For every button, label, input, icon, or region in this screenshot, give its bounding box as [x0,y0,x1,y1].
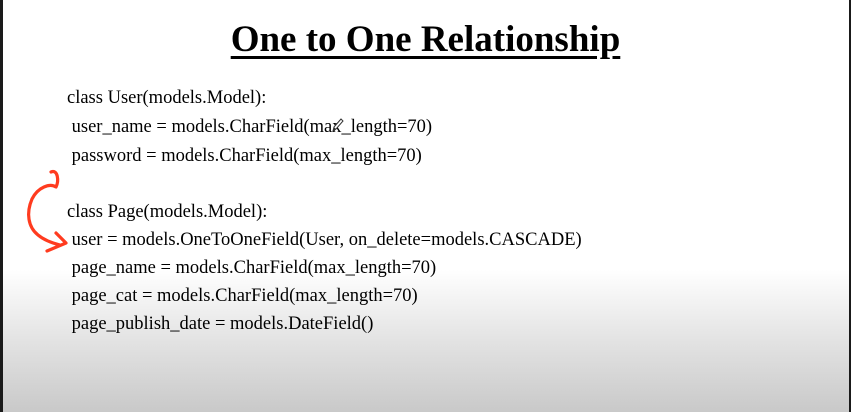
slide-left-border [0,0,3,412]
slide-title: One to One Relationship [230,19,621,60]
code-line-page-name: page_name = models.CharField(max_length=… [67,258,437,278]
pen-cursor-icon [332,118,344,133]
code-line-password: password = models.CharField(max_length=7… [67,146,422,166]
code-line-user-class: class User(models.Model): [67,88,267,108]
curved-arrow-icon [27,169,68,253]
code-line-page-class: class Page(models.Model): [67,202,268,222]
code-line-user-name: user_name = models.CharField(max_length=… [67,117,433,137]
code-line-page-publish-date: page_publish_date = models.DateField() [67,314,374,334]
code-line-page-cat: page_cat = models.CharField(max_length=7… [67,286,418,306]
slide-right-border [849,0,851,412]
code-line-user-field: user = models.OneToOneField(User, on_del… [67,230,582,250]
